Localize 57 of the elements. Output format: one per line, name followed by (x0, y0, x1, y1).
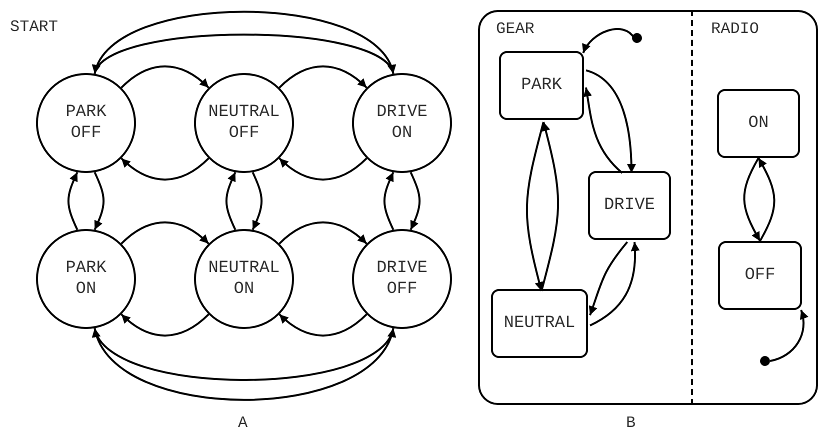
panel-label: B (626, 414, 636, 432)
state-label: DRIVE (604, 194, 655, 216)
state-label: NEUTRAL (504, 312, 576, 334)
transition-arrow (586, 69, 636, 174)
state-circle (194, 229, 294, 329)
state-circle (352, 73, 452, 173)
transition-arrow (526, 122, 544, 292)
initial-state-dot (760, 356, 770, 366)
panel-label: A (238, 414, 248, 432)
region-label: RADIO (711, 20, 760, 38)
transition-arrow (120, 158, 210, 180)
state-circle (194, 73, 294, 173)
transition-arrow (758, 158, 776, 242)
state-label: DRIVE ON (376, 102, 428, 144)
transition-arrow (120, 66, 210, 88)
state-circle (36, 73, 136, 173)
transition-arrow (252, 172, 262, 230)
state-box (499, 51, 584, 120)
state-label: PARK ON (66, 258, 106, 300)
state-box (491, 289, 588, 358)
state-container (478, 10, 818, 405)
state-box (717, 89, 800, 158)
transition-arrow (278, 158, 368, 180)
transition-arrow (94, 328, 394, 401)
start-label: START (10, 18, 58, 36)
transition-arrow (583, 87, 623, 174)
state-label: PARK (521, 74, 562, 96)
state-label: PARK OFF (66, 102, 106, 144)
transition-arrow (226, 172, 236, 230)
state-box (718, 241, 802, 310)
region-label: GEAR (496, 20, 534, 38)
transition-arrow (590, 242, 640, 326)
transition-arrow (278, 66, 368, 88)
transition-arrow (68, 172, 78, 230)
transition-arrow (743, 158, 761, 242)
transition-arrow (278, 222, 368, 244)
state-label: OFF (744, 264, 776, 286)
transition-arrow (540, 122, 560, 292)
transition-arrow (120, 314, 210, 336)
state-label: ON (748, 112, 769, 134)
state-label: NEUTRAL OFF (208, 102, 280, 144)
state-label: DRIVE OFF (376, 258, 428, 300)
transition-arrow (120, 222, 210, 244)
transition-arrow (770, 310, 808, 362)
transition-arrow (410, 172, 420, 230)
state-box (588, 171, 671, 240)
transition-arrow (588, 241, 628, 316)
state-circle (352, 229, 452, 329)
transition-arrow (582, 28, 636, 54)
transition-arrow (94, 172, 104, 230)
transition-arrow (94, 10, 394, 74)
state-circle (36, 229, 136, 329)
initial-state-dot (632, 33, 642, 43)
transition-arrow (384, 172, 394, 230)
transition-arrow (278, 314, 368, 336)
state-label: NEUTRAL ON (208, 258, 280, 300)
transition-arrow (94, 34, 394, 74)
